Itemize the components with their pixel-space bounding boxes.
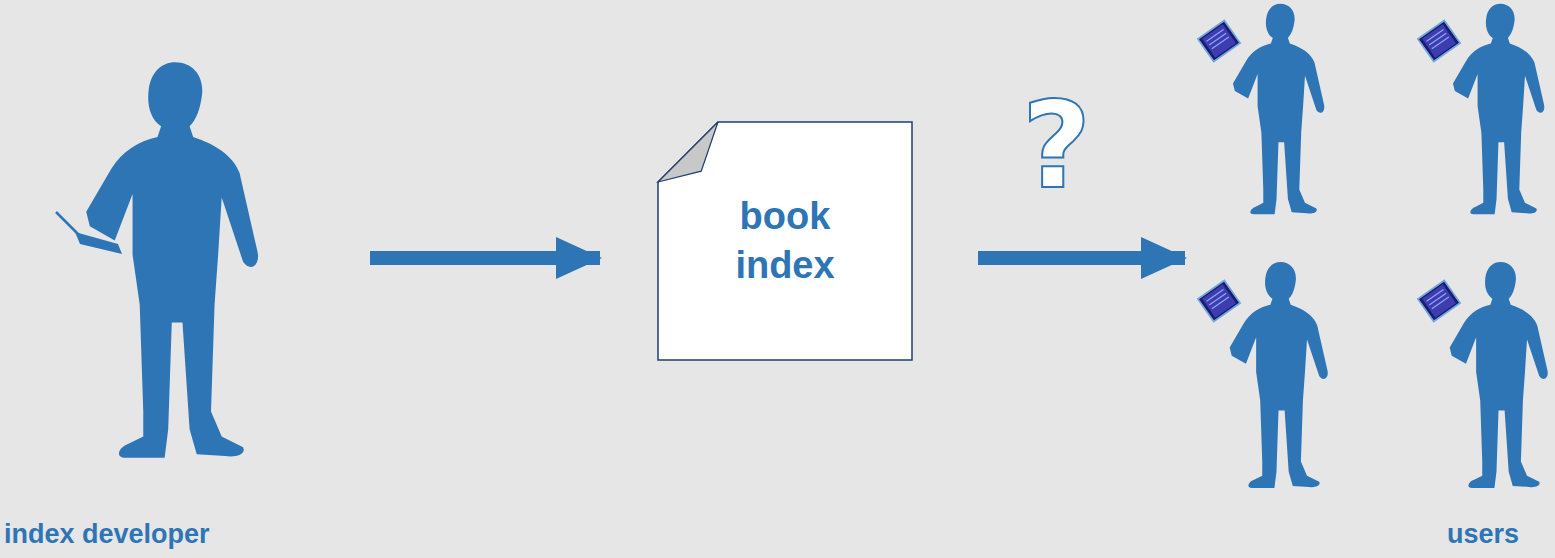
page-fold <box>658 122 718 182</box>
user-figures <box>1198 4 1548 488</box>
flow-arrow <box>370 251 600 265</box>
page-outline <box>658 122 912 360</box>
question-mark: ? <box>1022 86 1092 206</box>
node-label: index developer <box>4 517 210 552</box>
document-page: book index <box>658 122 912 360</box>
flow-arrow <box>978 251 1185 265</box>
actor-group: users <box>1195 0 1555 558</box>
node-label: users <box>1447 517 1519 552</box>
node-label: book index <box>715 192 855 291</box>
developer-figure <box>56 62 258 458</box>
page-outline <box>658 122 912 360</box>
actor-figure: index developer <box>0 40 300 558</box>
